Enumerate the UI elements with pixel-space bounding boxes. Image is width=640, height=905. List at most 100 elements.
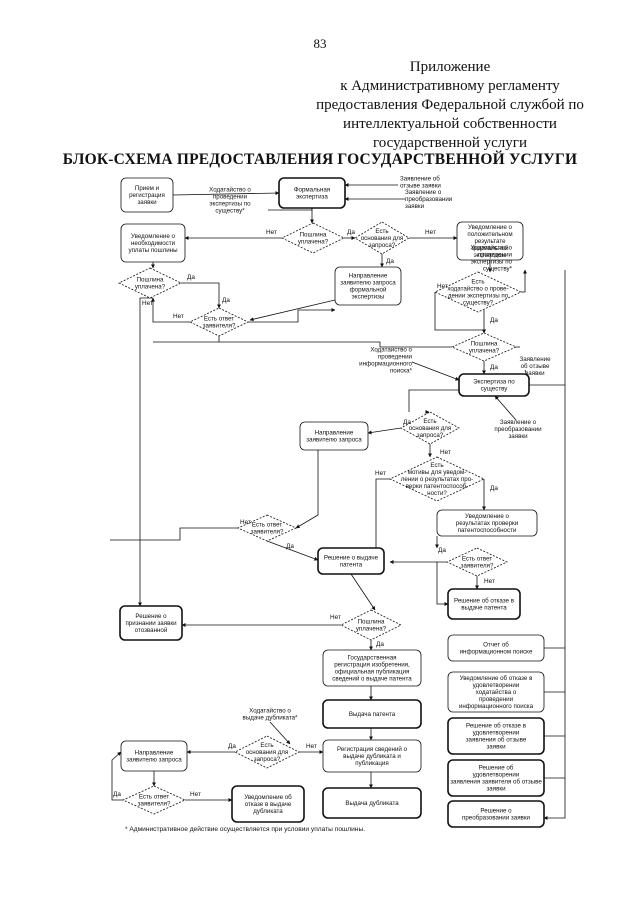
grant-withdraw-text: заявки [486, 786, 506, 793]
notice-refuse-search-text: удовлетворении [473, 682, 520, 689]
issue-dup-text: Выдача дубликата [345, 800, 399, 807]
refuse-decision-text: выдаче патента [461, 605, 507, 612]
note-petition-subst-2-text: существу* [483, 266, 513, 273]
fee-paid-2-decision [118, 267, 182, 299]
flow-arrow [436, 562, 449, 606]
grounds-1-text: запроса? [369, 242, 396, 249]
notice-fee-box [120, 223, 186, 263]
notice-refuse-search-box [447, 671, 545, 713]
grant-withdraw-box [447, 759, 545, 797]
motives-q-text: Есть [430, 462, 443, 469]
branch-label-no: Нет [240, 519, 251, 526]
flow-arrow [181, 282, 221, 309]
note-transform-2-text: Заявление о [500, 419, 537, 426]
grounds-3-text: основания для [246, 749, 289, 756]
fee-paid-1-decision [281, 222, 345, 254]
transform-decision-text: Решение о [480, 808, 512, 815]
fee-paid-1-text: Пошлина [300, 232, 327, 239]
flow-arrow [494, 395, 517, 421]
answer-1-text: Есть ответ [204, 316, 235, 323]
appendix-header: Приложение к Административному регламент… [300, 58, 600, 153]
notice-refuse-dup-text: Уведомление об [244, 794, 292, 801]
branch-label-yes: Да [228, 743, 236, 750]
petition-q-text: Есть [471, 279, 484, 286]
request-formal-box [334, 266, 402, 306]
branch-label-no: Нет [266, 229, 277, 236]
note-transform-2-text: преобразовании [494, 426, 542, 433]
branch-label-yes: Да [187, 274, 195, 281]
subst-exam-text: существу [481, 386, 509, 393]
answer-4-decision [122, 785, 186, 815]
formal-exam-text: Формальная [294, 187, 330, 194]
notice-fee-text: Уведомление о [131, 233, 175, 240]
notice-refuse-search-text: информационного поиска [459, 703, 534, 710]
registration-text: Государственная [347, 655, 396, 662]
notice-positive-text: формальной [472, 245, 509, 252]
answer-1-text: заявителя? [203, 323, 236, 330]
grant-withdraw-text: Решение об [479, 765, 514, 772]
branch-label-yes: Да [376, 641, 384, 648]
flow-arrow [411, 361, 460, 381]
refuse-decision-box [447, 588, 521, 620]
note-petition-search-text: Ходатайство о [370, 347, 412, 354]
fee-paid-3-decision [451, 332, 517, 362]
request-2-box [299, 421, 369, 451]
flow-arrow [138, 297, 153, 607]
flow-arrow [408, 389, 459, 412]
request-formal-text: заявителю запроса [340, 280, 396, 287]
flow-arrow [266, 540, 319, 561]
grounds-1-decision [354, 221, 410, 255]
page-number: 83 [313, 36, 327, 51]
note-petition-search-text: поиска* [390, 368, 413, 375]
notice-patent-text: патентоспособности [458, 527, 517, 534]
petition-q-text: ходатайство о прове- [447, 286, 508, 293]
motives-q-decision [389, 456, 485, 502]
refuse-withdraw-box [447, 717, 545, 755]
request-3-text: Направление [135, 750, 174, 757]
note-transform-2-text: заявки [508, 433, 528, 440]
branch-label-no: Нет [437, 283, 448, 290]
answer-3-text: Есть ответ [462, 556, 493, 563]
notice-refuse-dup-text: дубликата [253, 808, 283, 815]
notice-patent-text: Уведомление о [465, 513, 509, 520]
refuse-withdraw-text: заявления об отзыве [466, 737, 527, 744]
dup-registration-text: выдаче дубликата и [343, 753, 401, 760]
flow-arrow [172, 191, 280, 196]
fee-paid-2-text: уплачена? [135, 284, 166, 291]
request-3-text: заявителю запроса [126, 757, 182, 764]
notice-refuse-dup-box [231, 785, 305, 823]
answer-4-text: заявителя? [138, 801, 171, 808]
motives-q-text: верки патентоспособ- [406, 483, 469, 490]
withdrawn-text: признании заявки [125, 620, 177, 627]
petition-q-text: дении экспертизы по [448, 293, 509, 300]
branch-label-yes: Да [222, 297, 230, 304]
note-transform-1-text: Заявление о [405, 189, 442, 196]
issue-patent-box [322, 699, 422, 729]
flow-arrow [269, 721, 291, 745]
grounds-1-text: основания для [361, 235, 404, 242]
footnote: * Административное действие осуществляет… [125, 826, 366, 833]
note-transform-1-text: преобразовании [405, 196, 453, 203]
notice-refuse-dup-text: отказе в выдаче [245, 801, 292, 808]
note-petition-subst-text: существу* [215, 208, 245, 215]
grant-decision-text: патента [340, 562, 363, 569]
notice-fee-text: уплаты пошлины [128, 247, 178, 254]
issue-dup-box [322, 787, 422, 819]
registration-text: сведений о выдаче патента [332, 676, 412, 683]
appendix-line: интеллектуальной собственности [343, 116, 557, 132]
branch-label-no: Нет [330, 614, 341, 621]
answer-2-text: заявителя? [251, 529, 284, 536]
flow-arrow [111, 751, 123, 801]
grant-withdraw-text: удовлетворении [473, 772, 520, 779]
receipt-text: заявки [137, 199, 157, 206]
registration-text: регистрация изобретения, [334, 662, 410, 669]
diagram-title: БЛОК-СХЕМА ПРЕДОСТАВЛЕНИЯ ГОСУДАРСТВЕННО… [62, 151, 578, 168]
branch-label-yes: Да [113, 791, 121, 798]
note-withdraw-1-text: отзыве заявки [400, 183, 441, 190]
flow-arrow [249, 299, 336, 322]
grant-decision-box [317, 547, 385, 575]
branch-label-yes: Да [403, 419, 411, 426]
answer-4-text: Есть ответ [139, 794, 170, 801]
flow-arrow [521, 269, 527, 293]
note-petition-dup-text: Ходатайство о [249, 708, 291, 715]
